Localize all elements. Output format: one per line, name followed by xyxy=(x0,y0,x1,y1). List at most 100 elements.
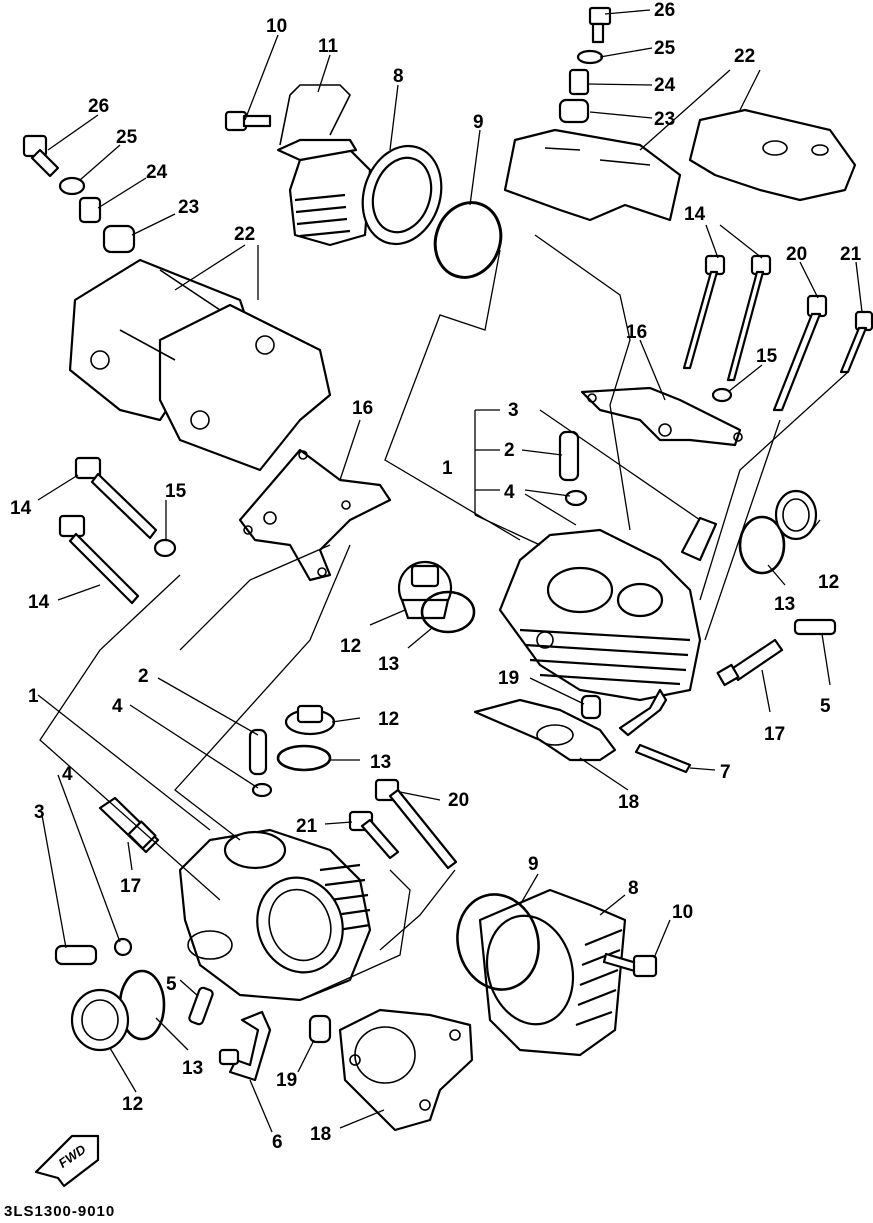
o-ring-13-center xyxy=(420,590,476,634)
callout-9-lower: 9 xyxy=(528,854,539,875)
callout-24-right: 24 xyxy=(654,75,676,96)
callout-14-left-a: 14 xyxy=(10,498,32,519)
callout-11-top: 11 xyxy=(318,36,339,57)
head-cover-22-right-a xyxy=(503,128,682,222)
clip-4-left-upper xyxy=(251,782,273,798)
callout-23-left: 23 xyxy=(178,197,199,218)
callout-19-right: 19 xyxy=(498,668,519,689)
callout-12-left-lower: 12 xyxy=(122,1094,143,1115)
callout-10-top: 10 xyxy=(266,16,287,37)
callout-15-left: 15 xyxy=(165,481,187,502)
gasket-18-right xyxy=(473,698,617,762)
callout-4-left-a: 4 xyxy=(112,696,123,717)
bolt-20-right xyxy=(772,294,828,412)
callout-14-right: 14 xyxy=(684,204,706,225)
callout-15-right: 15 xyxy=(756,346,778,367)
callout-18-left: 18 xyxy=(310,1124,331,1145)
washer-25-right xyxy=(576,49,604,65)
callout-5-right: 5 xyxy=(820,696,831,717)
gasket-18-left xyxy=(338,1008,474,1132)
callout-3-left: 3 xyxy=(34,802,45,823)
plug-12-left-upper xyxy=(284,704,336,736)
callout-4-right: 4 xyxy=(504,482,515,503)
callout-20-right: 20 xyxy=(786,244,807,265)
plate-16-right xyxy=(580,386,743,447)
pipe-6-left xyxy=(218,1010,272,1082)
stud-bolt-14-right-b xyxy=(726,254,772,382)
callout-3-right: 3 xyxy=(508,400,519,421)
callout-8-top: 8 xyxy=(393,66,404,87)
washer-25-left xyxy=(58,176,86,196)
callout-2-right: 2 xyxy=(504,440,515,461)
diagram-code: 3LS1300-9010 xyxy=(4,1203,115,1220)
stud-5-right xyxy=(793,618,837,636)
callout-24-left: 24 xyxy=(146,162,168,183)
o-ring-9-lower xyxy=(456,893,540,991)
callout-10-lower: 10 xyxy=(672,902,693,923)
callout-21-left: 21 xyxy=(296,816,318,837)
callout-16-left: 16 xyxy=(352,398,373,419)
callout-26-right: 26 xyxy=(654,0,675,21)
callout-22-left: 22 xyxy=(234,224,255,245)
washer-15-right xyxy=(711,387,733,403)
stud-bolt-14-left-b xyxy=(58,514,140,605)
collar-24-right xyxy=(568,68,590,96)
plug-12-center xyxy=(397,560,453,620)
dowel-19-right xyxy=(580,694,602,720)
o-ring-13-right xyxy=(738,515,786,575)
callout-12-center: 12 xyxy=(340,636,361,657)
callout-16-right: 16 xyxy=(626,322,647,343)
callout-1-left: 1 xyxy=(28,686,39,707)
exhaust-8-lower xyxy=(478,888,627,1057)
grommet-23-left xyxy=(102,224,136,254)
callout-17-left: 17 xyxy=(120,876,141,897)
pipe-7-right xyxy=(618,688,692,774)
head-cover-22-right-b xyxy=(688,108,857,202)
washer-15-left xyxy=(153,538,177,558)
callout-14-left-b: 14 xyxy=(28,592,50,613)
callout-4-left-b: 4 xyxy=(62,764,73,785)
callout-13-left-lower: 13 xyxy=(182,1058,203,1079)
bolt-21-right xyxy=(839,310,873,374)
stud-5-left xyxy=(188,986,214,1026)
wire-clamp-11 xyxy=(279,84,351,146)
callout-8-lower: 8 xyxy=(628,878,639,899)
callout-9-top: 9 xyxy=(473,112,484,133)
callout-labels: 10 11 8 9 26 25 24 23 22 26 25 24 23 22 … xyxy=(10,0,862,1153)
callout-20-left: 20 xyxy=(448,790,469,811)
plug-12-right xyxy=(774,489,818,541)
bolt-10-lower xyxy=(602,952,658,978)
spark-plug-17-left xyxy=(98,796,160,854)
collar-24-left xyxy=(78,196,102,224)
bolt-26-left xyxy=(22,134,60,178)
spark-plug-17-right xyxy=(716,638,784,687)
callout-7-right: 7 xyxy=(720,762,731,783)
bolt-26-right xyxy=(588,6,612,44)
head-cover-22-left xyxy=(68,258,332,472)
callout-17-right: 17 xyxy=(764,724,785,745)
callout-5-left: 5 xyxy=(166,974,177,995)
bolt-20-left xyxy=(374,778,458,870)
exhaust-manifold-top xyxy=(276,138,443,247)
leader-lines xyxy=(37,9,863,1133)
callout-13-right: 13 xyxy=(774,594,795,615)
callout-21-right: 21 xyxy=(840,244,862,265)
callout-18-right: 18 xyxy=(618,792,639,813)
callout-13-center: 13 xyxy=(378,654,399,675)
callout-6-left: 6 xyxy=(272,1132,283,1153)
cylinder-head-1-left xyxy=(178,828,372,1002)
bolt-21-left xyxy=(348,810,400,860)
stud-bolt-14-left-a xyxy=(74,456,158,540)
clip-4-left-lower xyxy=(113,937,133,957)
stud-bolt-14-right-a xyxy=(682,254,726,370)
valve-guide-3-left xyxy=(54,944,98,966)
plate-16-left xyxy=(238,448,392,582)
callout-26-left: 26 xyxy=(88,96,109,117)
valve-guide-3-right xyxy=(680,516,718,562)
fwd-arrow-icon xyxy=(34,1134,100,1188)
dowel-19-left xyxy=(308,1014,332,1044)
valve-guide-2-left xyxy=(248,728,268,776)
callout-25-left: 25 xyxy=(116,127,138,148)
plug-12-left-lower xyxy=(70,988,130,1052)
